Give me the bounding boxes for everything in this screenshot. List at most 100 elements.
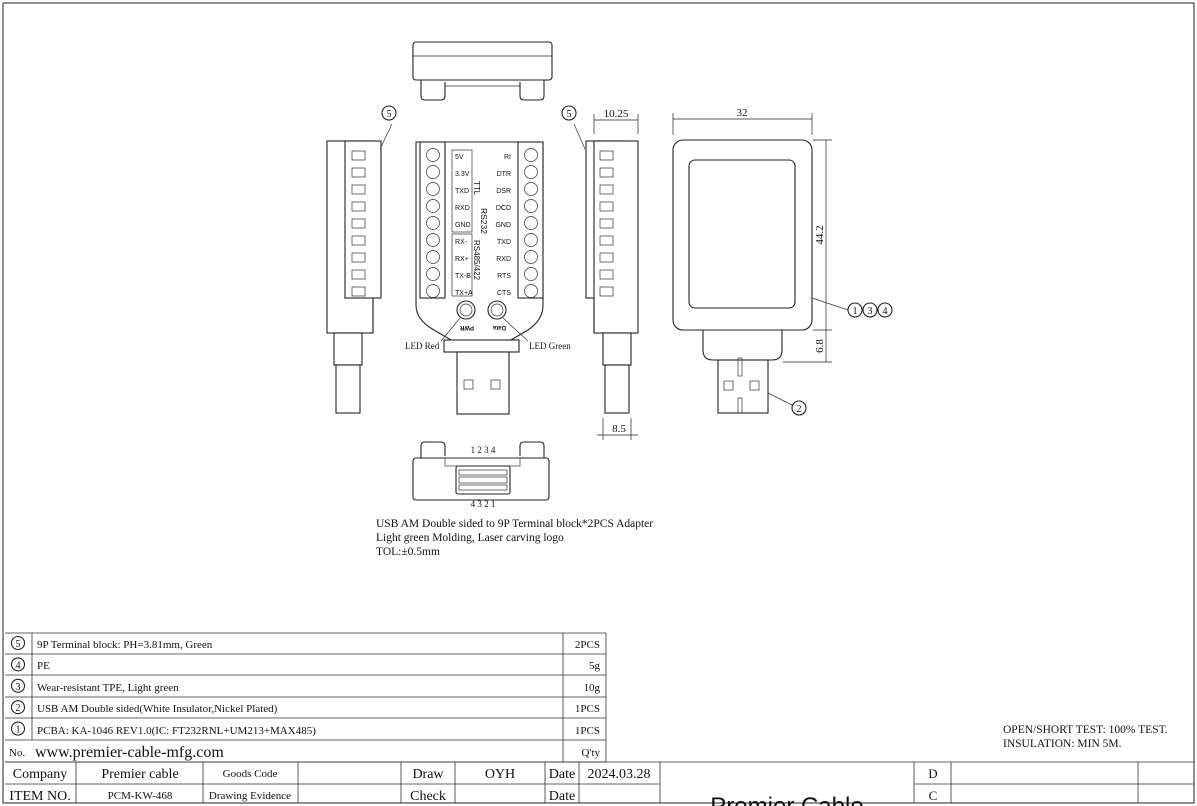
balloon-4-text: 4 [883,306,888,317]
item-no-value: PCM-KW-468 [108,790,173,802]
company-label: Company [13,767,67,782]
terminal-slot-right [599,286,614,297]
revision-d: D [928,766,937,781]
pin-label-right: GND [495,222,511,229]
bom-item-number: 4 [16,660,21,671]
terminal-screw-right [524,233,538,247]
title-block: Company Premier cable Goods Code Draw OY… [5,761,1194,806]
terminal-screw-right [524,165,538,179]
company-value: Premier cable [101,767,178,782]
date-label: Date [549,767,575,782]
bom-row-1-qty: 1PCS [575,725,600,737]
pin-label-right: RTS [497,273,511,280]
terminal-screw-left [426,267,440,281]
bom-row-3-desc: Wear-resistant TPE, Light green [37,682,179,694]
terminal-slot-left [351,201,366,212]
terminal-slot-left [351,286,366,297]
bom-row-3-qty: 10g [584,682,601,694]
dim-44-2: 44.2 [814,225,826,244]
terminal-slot-right [599,184,614,195]
pin-label-left: RX- [455,239,468,246]
terminal-slot-right [599,269,614,280]
balloon-3-text: 3 [868,306,873,317]
front-view: 5V3.3VTXDRXDGNDRX-RX+TX-BTX+ARIDTRDSRDCD… [405,141,571,415]
bom-row-2-qty: 1PCS [575,703,600,715]
terminal-screw-left [426,284,440,298]
terminal-screw-right [524,199,538,213]
pin-label-left: GND [455,222,471,229]
pin-label-left: TXD [455,188,469,195]
terminal-slot-left [351,167,366,178]
date-value: 2024.03.28 [588,767,651,782]
top-view [412,41,553,101]
draw-value: OYH [485,767,515,782]
usb-pins-bottom: 4 3 2 1 [471,499,496,509]
terminal-screw-right [524,284,538,298]
right-side-view: 5 10.25 8.5 [561,105,639,440]
pin-label-right: DSR [496,188,511,195]
bom-header-qty: Q'ty [582,747,601,759]
terminal-slot-left [351,269,366,280]
bom-item-balloon [10,721,26,736]
data-mark: Data [492,324,506,330]
terminal-screw-left [426,148,440,162]
note-line-2: Light green Molding, Laser carving logo [376,532,564,544]
bom-row-5-qty: 2PCS [575,639,600,651]
bom-row-4-desc: PE [37,660,50,672]
dim-6-8: 6.8 [814,339,826,353]
test-note-2: INSULATION: MIN 5M. [1003,738,1122,750]
terminal-slot-right [599,167,614,178]
terminal-slot-right [599,150,614,161]
item-no-label: ITEM NO. [9,789,70,804]
balloon-1-text: 1 [853,306,858,317]
usb-end-view: 1 2 3 4 4 3 2 1 [412,441,550,509]
terminal-slot-right [599,252,614,263]
led-green-icon [487,300,507,320]
pin-label-right: DCD [496,205,511,212]
terminal-slot-left [351,235,366,246]
terminal-slot-right [599,218,614,229]
terminal-slot-left [351,252,366,263]
bom-header-no: No. [9,747,25,759]
rs232-label: RS232 [479,208,489,234]
pin-label-right: RXD [496,256,511,263]
pin-label-right: RI [504,154,511,161]
pin-label-left: 5V [455,154,464,161]
pwr-mark: PWR [459,324,474,330]
led-red-label: LED Red [405,341,440,351]
balloon-5-left [381,105,397,121]
terminal-slot-left [351,150,366,161]
pin-label-left: RXD [455,205,470,212]
bom-item-number: 2 [16,703,21,714]
check-label: Check [410,789,446,804]
pin-label-left: TX+A [455,290,473,297]
left-side-view: 5 [326,105,397,414]
pin-label-right: DTR [497,171,511,178]
terminal-screw-right [524,267,538,281]
terminal-screw-right [524,182,538,196]
bom-item-number: 3 [16,682,21,693]
balloon-5-right [561,105,577,121]
date2-label: Date [549,789,575,804]
bom-item-number: 1 [16,725,21,736]
terminal-screw-right [524,250,538,264]
terminal-slot-left [351,184,366,195]
note-line-1: USB AM Double sided to 9P Terminal block… [376,518,653,530]
terminal-slot-right [599,201,614,212]
drawing-evidence-label: Drawing Evidence [209,790,291,802]
terminal-screw-left [426,182,440,196]
pin-label-left: TX-B [455,273,471,280]
terminal-screw-right [524,216,538,230]
brand-title: Premier Cable [710,793,863,806]
dim-10-25: 10.25 [604,108,629,120]
terminal-screw-left [426,216,440,230]
balloon-5-right-text: 5 [567,109,572,120]
dim-32: 32 [737,107,748,119]
bom-item-number: 5 [16,639,21,650]
pin-label-left: 3.3V [455,171,470,178]
terminal-screw-left [426,233,440,247]
bom-row-1-desc: PCBA: KA-1046 REV1.0(IC: FT232RNL+UM213+… [37,725,316,737]
